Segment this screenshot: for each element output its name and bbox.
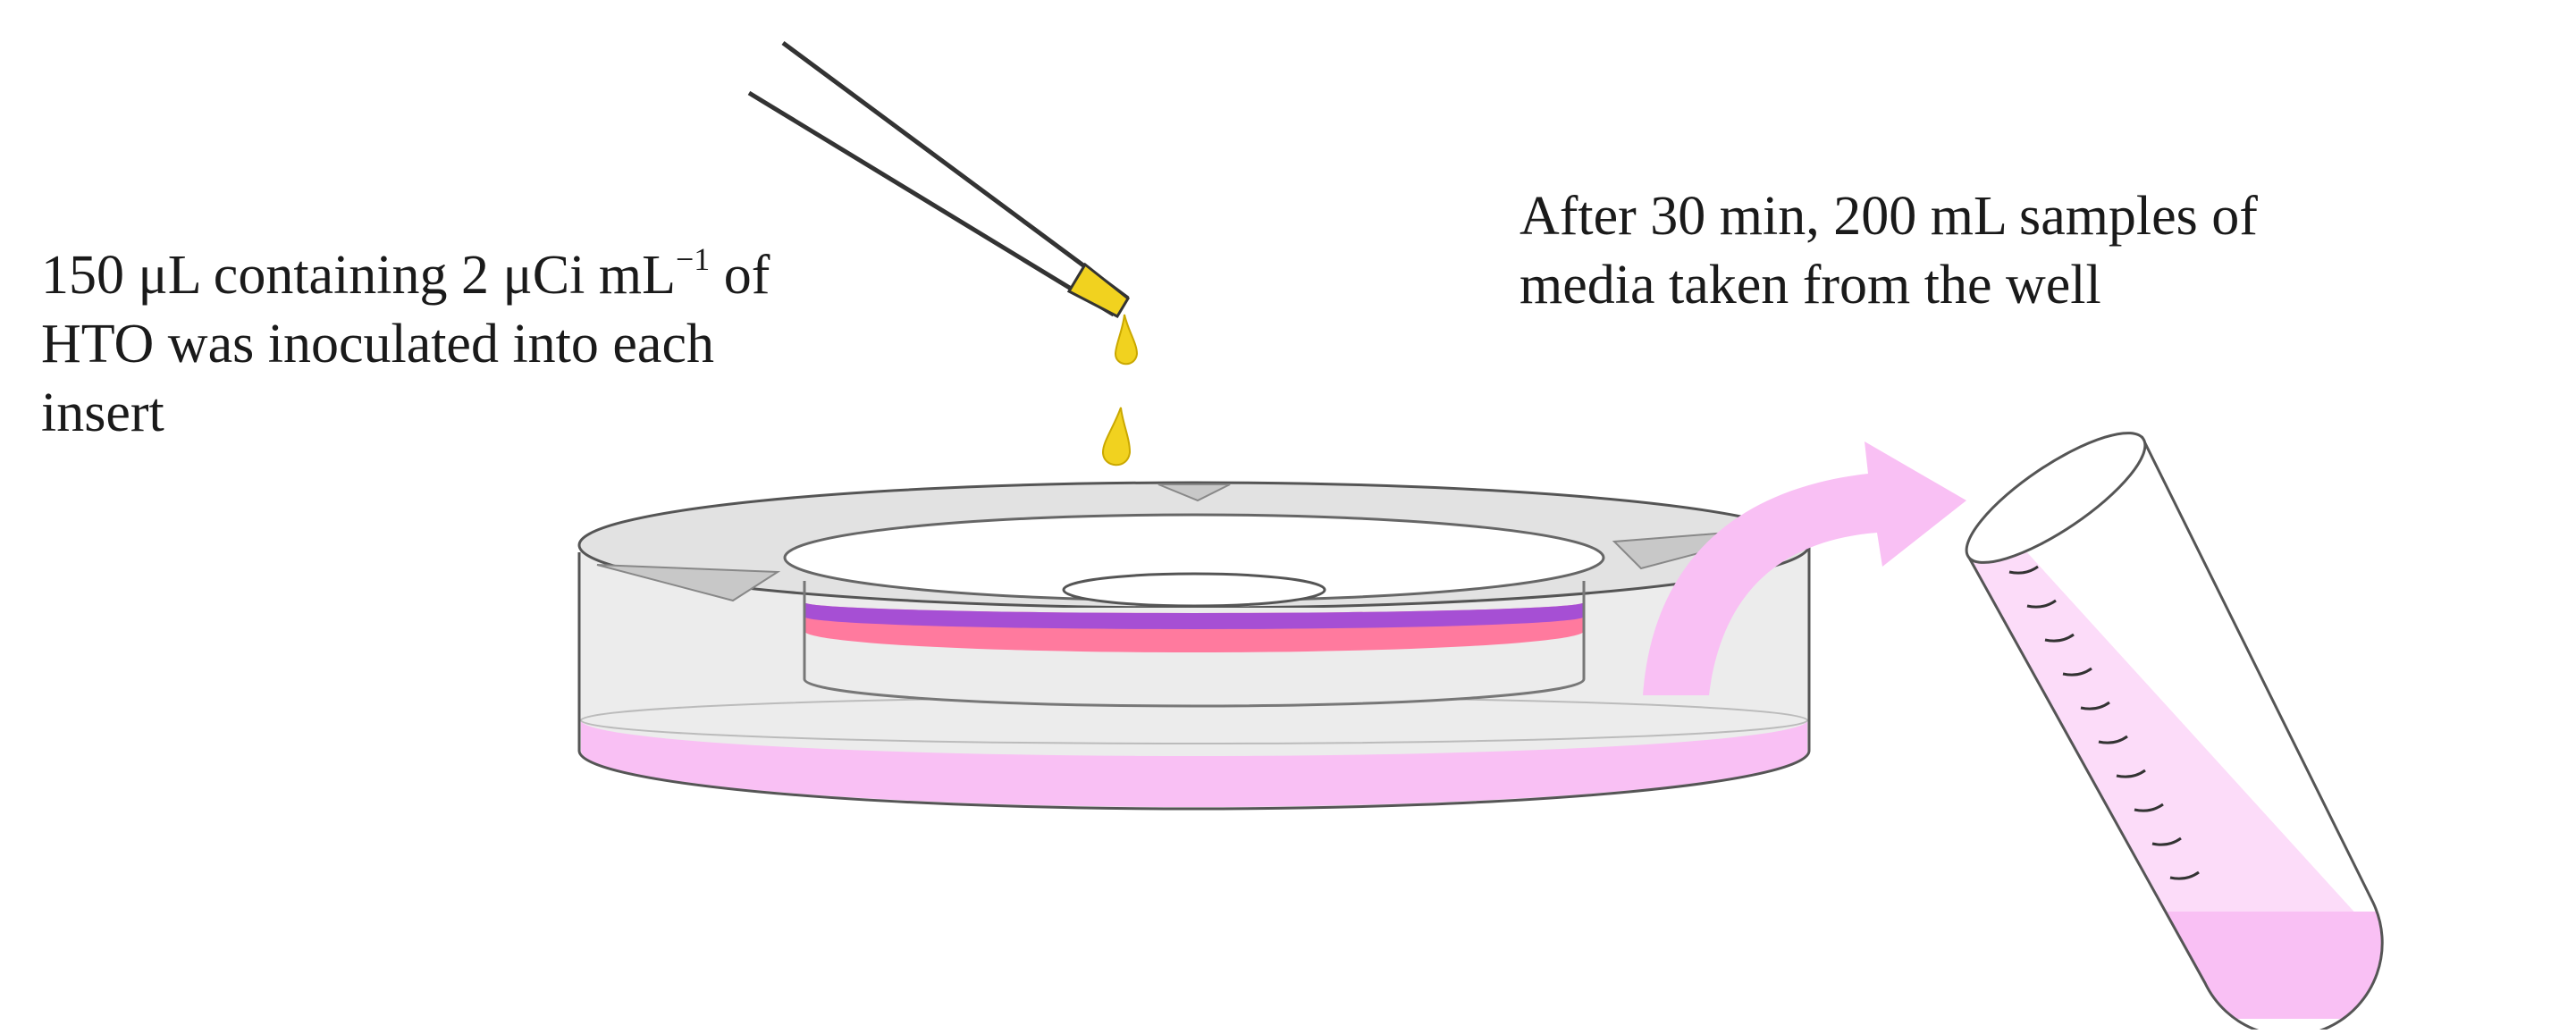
pipette-icon: [747, 40, 1130, 318]
inoculation-line-1: 150 μL containing 2 μCi mL−1 of: [41, 241, 770, 306]
unit-exponent: −1: [675, 241, 711, 277]
inoculation-line-3: insert: [41, 382, 164, 443]
droplet-icon: [1101, 314, 1139, 467]
membrane-top: [804, 602, 1584, 629]
sampling-line-2: media taken from the well: [1520, 255, 2101, 315]
test-tube-icon: [1965, 432, 2384, 1034]
inoculation-line-2: HTO was inoculated into each: [41, 314, 714, 374]
inoculation-label: 150 μL containing 2 μCi mL−1 of HTO was …: [41, 241, 770, 448]
culture-insert: [803, 572, 1586, 708]
curved-arrow-icon: [1643, 441, 1966, 695]
graduation-marks: [2008, 565, 2200, 880]
sampling-label: After 30 min, 200 mL samples of media ta…: [1520, 182, 2258, 320]
sampling-line-1: After 30 min, 200 mL samples of: [1520, 186, 2258, 247]
culture-well: [577, 481, 1811, 811]
well-media: [581, 720, 1807, 807]
